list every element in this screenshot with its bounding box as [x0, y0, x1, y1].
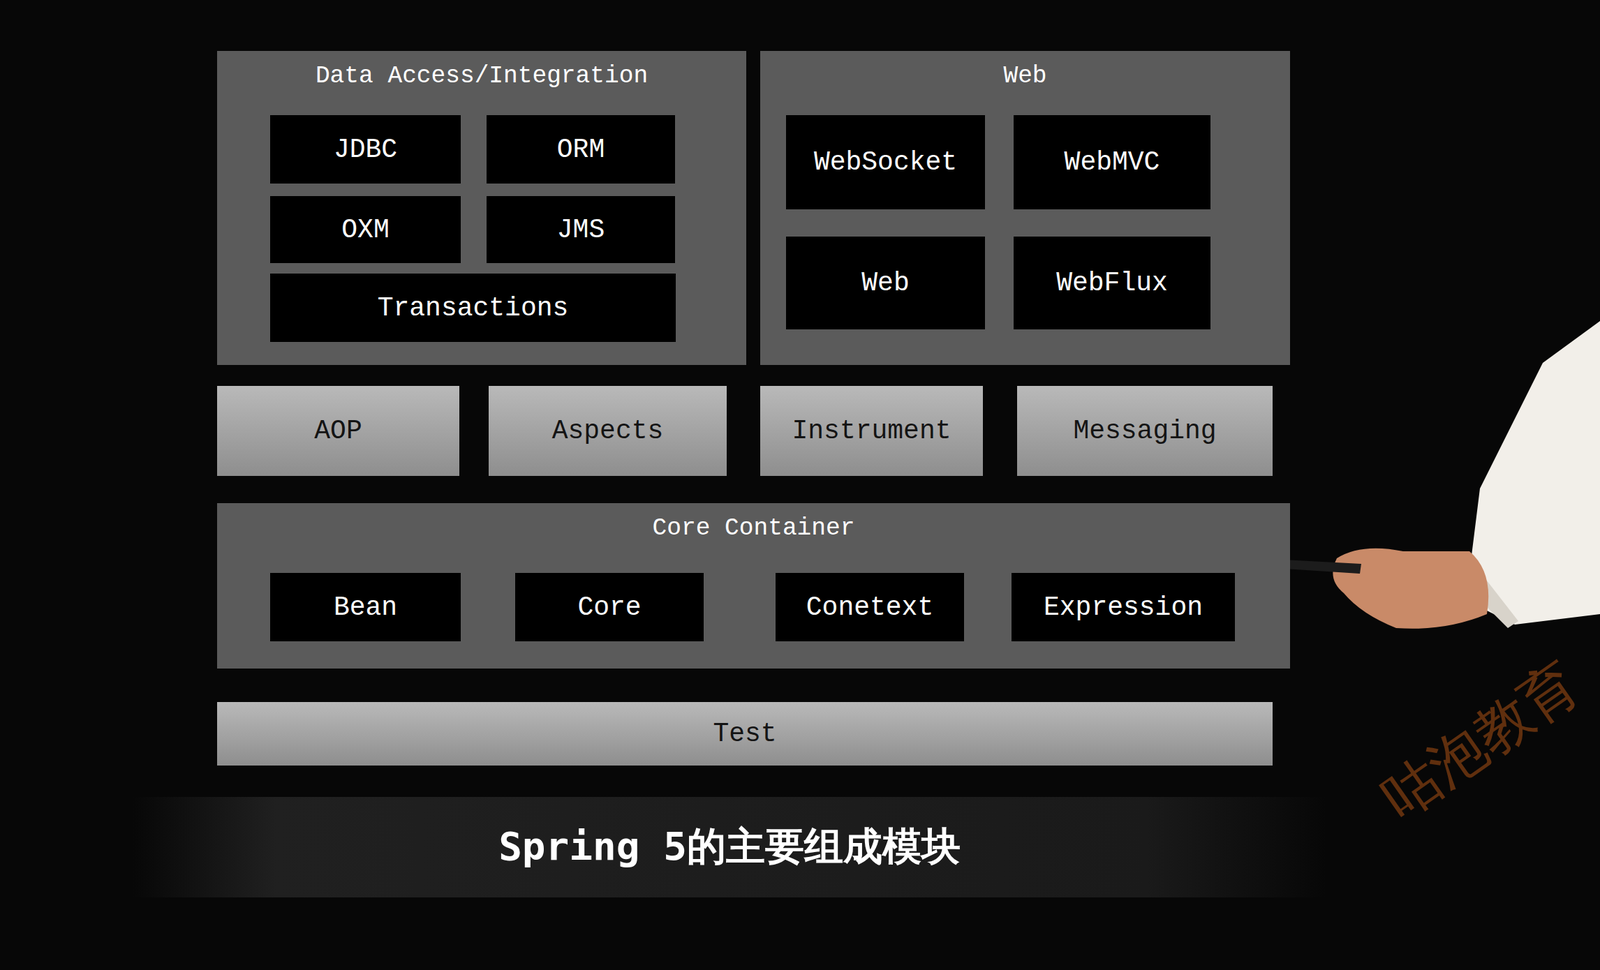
caption-band: Spring 5的主要组成模块 — [132, 797, 1327, 898]
module-label: Transactions — [377, 293, 569, 324]
module-box: Bean — [270, 573, 461, 642]
group-title: Data Access/Integration — [217, 62, 747, 90]
module-box: Transactions — [270, 273, 676, 343]
module-group: WebWebSocketWebMVCWebWebFlux — [760, 50, 1291, 366]
module-label: Bean — [333, 592, 398, 623]
module-label: JDBC — [333, 134, 398, 165]
module-box: Test — [217, 702, 1273, 766]
module-box: AOP — [217, 386, 460, 477]
module-label: Core — [577, 592, 641, 623]
module-box: Expression — [1011, 573, 1235, 642]
module-box: WebSocket — [786, 115, 985, 210]
module-label: JMS — [557, 215, 605, 246]
module-label: ORM — [557, 134, 605, 165]
module-box: WebFlux — [1013, 236, 1211, 330]
module-label: WebFlux — [1056, 268, 1168, 299]
module-box: Messaging — [1017, 386, 1273, 477]
module-box: WebMVC — [1013, 115, 1211, 210]
module-label: Aspects — [552, 416, 664, 447]
module-label: Web — [861, 268, 909, 299]
caption: Spring 5的主要组成模块 — [498, 820, 961, 874]
module-label: Conetext — [806, 592, 934, 623]
module-label: Instrument — [791, 416, 951, 447]
module-label: AOP — [314, 416, 362, 447]
module-box: JDBC — [270, 115, 461, 184]
module-box: OXM — [270, 196, 461, 264]
module-box: Web — [786, 236, 985, 330]
module-label: Messaging — [1072, 416, 1217, 447]
module-label: Test — [712, 719, 777, 750]
module-box: Conetext — [775, 573, 965, 642]
module-label: WebSocket — [813, 147, 958, 178]
module-label: Expression — [1043, 592, 1203, 623]
module-box: Instrument — [760, 386, 983, 477]
module-box: ORM — [486, 115, 676, 184]
hand — [1332, 548, 1489, 629]
module-label: WebMVC — [1064, 147, 1161, 178]
group-title: Core Container — [217, 514, 1291, 542]
module-group: Core ContainerBean Core Conetext Expression — [217, 503, 1291, 669]
group-title: Web — [760, 62, 1291, 90]
module-box: Aspects — [488, 386, 727, 477]
module-label: OXM — [341, 215, 389, 246]
module-group: Data Access/IntegrationJDBC ORM OXM JMS Tran… — [217, 50, 747, 366]
module-box: JMS — [486, 196, 676, 264]
module-box: Core — [515, 573, 704, 642]
